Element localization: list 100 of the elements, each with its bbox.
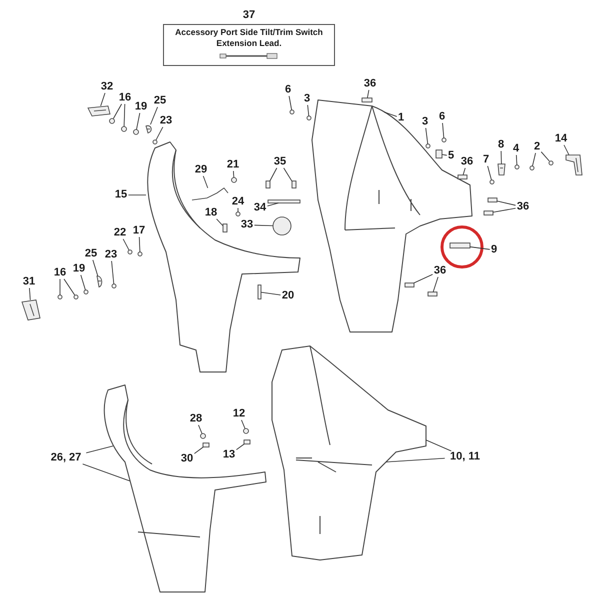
callout-number: 3	[304, 94, 310, 104]
callout-number: 6	[284, 84, 292, 96]
callout-number: 23	[160, 116, 172, 126]
screw-part	[266, 180, 270, 188]
callout-number: 15	[114, 190, 128, 200]
leader-line	[516, 154, 518, 166]
screw-part	[112, 284, 116, 288]
leader-line	[413, 274, 433, 284]
screw-part	[426, 144, 430, 148]
callout-number: 23	[104, 250, 118, 260]
pin-part	[258, 284, 262, 300]
leader-line	[136, 112, 140, 130]
leader-line	[124, 104, 126, 127]
leader-line	[425, 128, 428, 144]
washer-part	[514, 164, 520, 170]
bracket-part	[566, 154, 582, 176]
fastener-part	[484, 210, 494, 216]
leader-line	[269, 168, 278, 182]
screw-part	[442, 138, 446, 142]
leader-line	[254, 224, 274, 226]
callout-number: 19	[72, 264, 86, 274]
callout-number: 34	[254, 202, 266, 214]
callout-number: 2	[534, 142, 540, 152]
washer-part	[58, 294, 62, 300]
cable-part	[192, 187, 228, 200]
leader-line	[194, 446, 204, 454]
leader-line	[80, 274, 86, 290]
leader-line	[113, 104, 122, 119]
callout-number: 9	[490, 244, 498, 256]
callout-number: 29	[194, 164, 208, 176]
leader-line	[233, 170, 234, 178]
leader-line	[432, 276, 438, 292]
leader-line	[150, 106, 158, 125]
leader-line	[540, 151, 550, 162]
clip-part	[244, 440, 250, 444]
leader-line	[283, 168, 292, 182]
callout-number: 7	[482, 154, 490, 166]
part-description: Accessory Port Side Tilt/Trim Switch Extension Lead.	[174, 27, 324, 49]
fastener-part	[428, 292, 438, 296]
screw-part	[152, 140, 158, 144]
callout-number: 19	[134, 102, 148, 112]
leader-line	[156, 126, 164, 140]
strip-part	[268, 200, 300, 204]
screw-part	[490, 180, 494, 184]
callout-number: 6	[438, 112, 446, 122]
screw-part	[306, 116, 312, 120]
callout-number: 36	[516, 202, 530, 212]
callout-number: 17	[132, 226, 146, 236]
knob-part	[272, 216, 292, 236]
fastener-part	[404, 282, 414, 288]
fastener-part	[488, 198, 498, 202]
fastener-part	[458, 174, 468, 180]
callout-number: 28	[190, 414, 202, 424]
screw-part	[222, 224, 228, 232]
callout-number: 4	[512, 144, 520, 154]
screw-part	[236, 212, 240, 216]
leader-line	[128, 194, 146, 196]
callout-number: 12	[232, 408, 246, 420]
leader-line	[442, 122, 444, 138]
callout-number: 20	[282, 290, 294, 302]
cowling-panel	[104, 384, 266, 592]
clip-part	[498, 164, 506, 176]
screw-part	[292, 180, 296, 188]
leader-line	[470, 246, 490, 250]
leader-line	[82, 464, 130, 482]
leader-line	[487, 166, 492, 180]
callout-number: 16	[118, 92, 132, 104]
leader-line	[64, 278, 76, 296]
leader-line	[216, 218, 224, 226]
clip-part	[202, 442, 210, 448]
cowling-panel	[272, 346, 426, 560]
nut-part	[231, 177, 237, 183]
callout-number: 16	[54, 268, 66, 278]
leader-line	[138, 236, 140, 252]
leader-line	[198, 424, 202, 434]
leader-line	[241, 420, 246, 429]
washer-part	[530, 166, 534, 170]
callout-number: 25	[84, 248, 98, 260]
leader-line	[386, 458, 446, 462]
leader-line	[496, 200, 516, 206]
fastener-part	[362, 98, 372, 102]
leader-line	[500, 150, 502, 164]
bracket-part	[88, 106, 110, 116]
leader-line	[267, 202, 279, 206]
callout-number: 21	[226, 160, 240, 170]
callout-number: 5	[448, 150, 454, 162]
callout-number: 10, 11	[450, 452, 480, 462]
leader-line	[288, 96, 292, 110]
callout-number: 30	[180, 454, 194, 464]
callout-number: 25	[154, 96, 166, 106]
screw-part	[138, 252, 142, 256]
leader-line	[384, 112, 398, 117]
washer-part	[133, 129, 139, 135]
leader-line	[100, 92, 106, 106]
callout-number: 35	[274, 156, 286, 168]
screw-part	[290, 110, 294, 114]
washer-part	[84, 290, 88, 294]
clip-part	[96, 276, 102, 288]
leader-line	[122, 238, 130, 250]
callout-number: 14	[554, 134, 568, 144]
